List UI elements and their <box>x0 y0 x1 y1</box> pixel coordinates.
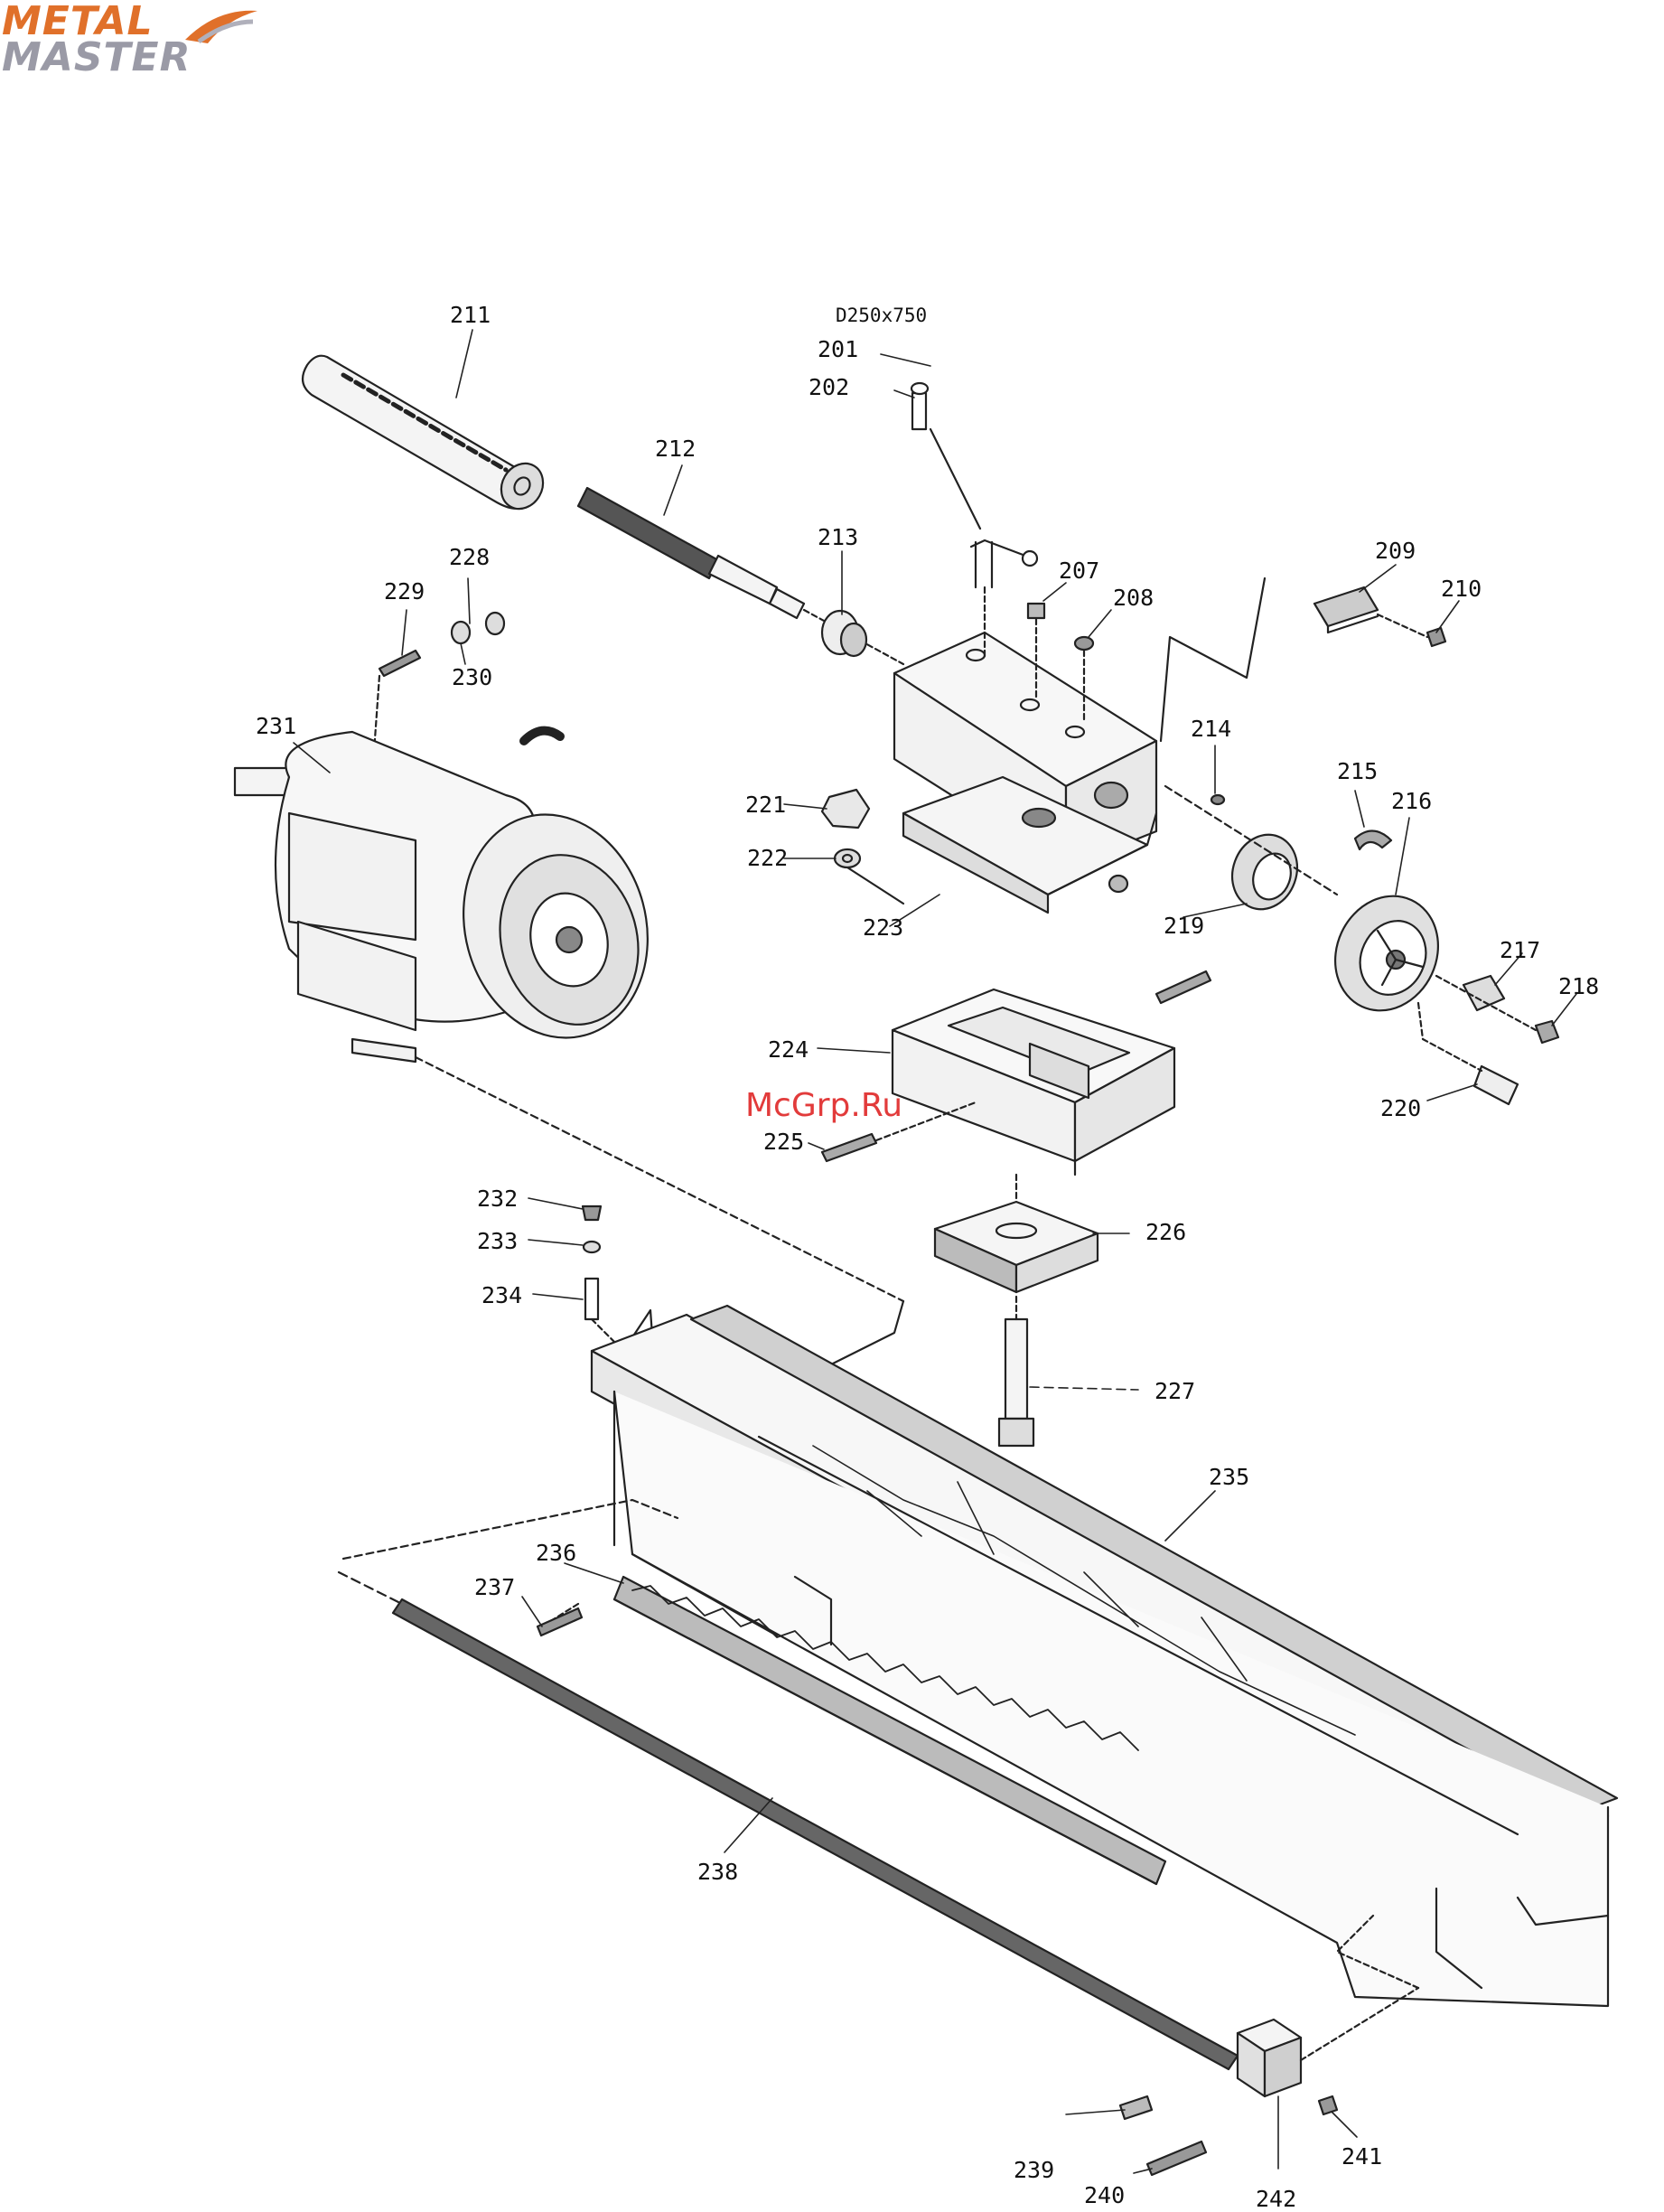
part-apron-block <box>894 633 1156 913</box>
label-230: 230 <box>452 664 492 690</box>
label-218: 218 <box>1558 973 1599 999</box>
label-226: 226 <box>1145 1219 1186 1245</box>
label-241: 241 <box>1341 2143 1382 2170</box>
part-nut-washer <box>822 790 903 904</box>
label-240: 240 <box>1084 2182 1125 2208</box>
label-242: 242 <box>1256 2186 1296 2212</box>
label-227: 227 <box>1155 1378 1195 1404</box>
label-233: 233 <box>477 1228 518 1254</box>
label-235: 235 <box>1209 1464 1249 1490</box>
label-207: 207 <box>1059 558 1099 584</box>
label-219: 219 <box>1164 913 1204 939</box>
label-237: 237 <box>474 1574 515 1600</box>
part-slide-plate <box>935 1175 1098 1292</box>
part-lever <box>911 383 1037 660</box>
label-228: 228 <box>449 544 490 570</box>
label-220: 220 <box>1380 1095 1421 1121</box>
label-213: 213 <box>818 524 858 550</box>
label-210: 210 <box>1441 576 1482 602</box>
label-234: 234 <box>481 1282 522 1308</box>
label-211: 211 <box>450 302 491 328</box>
label-229: 229 <box>384 578 425 605</box>
label-231: 231 <box>256 713 296 739</box>
label-202: 202 <box>809 374 849 400</box>
label-225: 225 <box>763 1129 804 1155</box>
part-shaft <box>303 356 551 517</box>
label-215: 215 <box>1337 758 1378 784</box>
label-224: 224 <box>768 1036 809 1063</box>
model-label: D250x750 <box>836 305 927 326</box>
label-239: 239 <box>1014 2157 1054 2183</box>
watermark: McGrp.Ru <box>745 1087 902 1124</box>
label-216: 216 <box>1391 788 1432 814</box>
part-screw <box>538 1608 582 1636</box>
label-238: 238 <box>697 1859 738 1885</box>
label-236: 236 <box>536 1540 576 1566</box>
part-saddle <box>822 971 1211 1175</box>
label-209: 209 <box>1375 538 1416 564</box>
label-222: 222 <box>747 845 788 871</box>
label-201: 201 <box>818 336 858 362</box>
label-232: 232 <box>477 1186 518 1212</box>
label-223: 223 <box>863 914 903 941</box>
part-long-bolt <box>999 1297 1033 1446</box>
part-bushing <box>822 611 866 656</box>
label-217: 217 <box>1500 937 1540 963</box>
label-214: 214 <box>1191 716 1231 742</box>
label-208: 208 <box>1113 585 1154 611</box>
label-221: 221 <box>745 792 786 818</box>
label-212: 212 <box>655 436 696 462</box>
